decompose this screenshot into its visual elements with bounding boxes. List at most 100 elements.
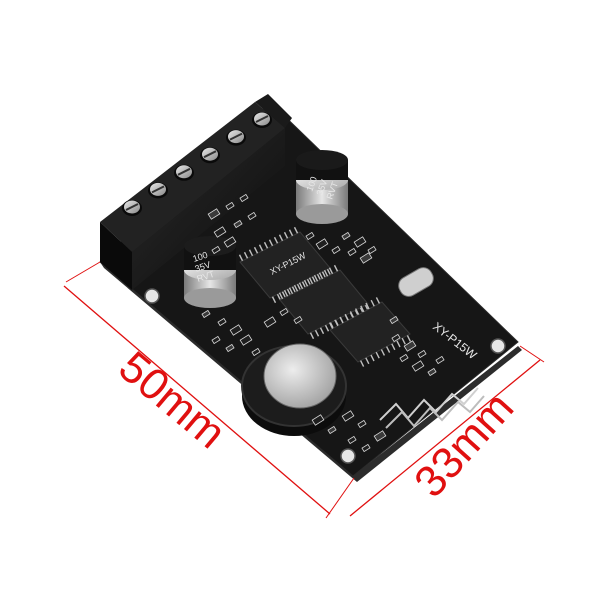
- smd-part: [251, 347, 261, 357]
- smd-part: [341, 231, 351, 241]
- smd-part: [239, 193, 249, 203]
- ic-pin: [334, 319, 339, 327]
- ic-pin: [391, 343, 396, 351]
- ic-pin: [296, 283, 302, 291]
- ic-pin: [318, 272, 324, 280]
- smd-part: [225, 201, 235, 211]
- ic-pin: [344, 313, 349, 321]
- smd-part: [293, 315, 303, 325]
- ic-pin: [298, 282, 304, 290]
- ic-pin: [401, 337, 406, 345]
- ic-pin: [328, 267, 334, 275]
- ic-pin: [328, 322, 334, 329]
- ic-pin: [293, 284, 299, 292]
- ic-pin: [370, 299, 375, 307]
- ic-pin: [375, 351, 380, 359]
- ic-pin: [365, 357, 370, 365]
- ic-pin: [291, 286, 297, 294]
- cap-left-line-2: 35V: [194, 259, 212, 273]
- ic-pin: [354, 308, 360, 315]
- smd-part: [357, 419, 367, 429]
- cap-right-line-1: 100: [304, 175, 319, 193]
- ic-pin: [314, 329, 320, 337]
- smd-part: [347, 247, 357, 257]
- smd-part: [239, 334, 253, 346]
- ic-pin: [319, 327, 325, 335]
- terminal-screw: [252, 112, 272, 128]
- smd-part: [353, 236, 367, 248]
- smd-part: [341, 410, 355, 422]
- ic-pin: [288, 229, 294, 237]
- ic-pin: [278, 234, 284, 242]
- ic-pin: [253, 246, 259, 254]
- bluetooth-antenna-trace: [379, 387, 485, 429]
- smd-part: [417, 349, 427, 359]
- smd-part: [217, 317, 227, 327]
- ic-pin: [321, 271, 327, 279]
- ic-pin: [288, 287, 294, 295]
- smd-part: [201, 309, 211, 319]
- ic-pin: [406, 335, 412, 342]
- ic-pin: [360, 305, 365, 313]
- ic-pin: [258, 244, 264, 252]
- ic-pin: [293, 226, 299, 234]
- ic-pin: [273, 236, 279, 244]
- ic-pin: [324, 324, 330, 332]
- smd-part: [207, 208, 221, 220]
- terminal-screw: [122, 200, 142, 216]
- ic-pin: [283, 289, 289, 297]
- smd-part: [373, 430, 387, 442]
- smd-part: [361, 443, 371, 453]
- ic-pin: [308, 277, 314, 285]
- ic-pin: [396, 340, 401, 348]
- ic-pin: [311, 276, 317, 284]
- ic-pin: [339, 316, 344, 324]
- smd-part: [399, 353, 409, 363]
- ic-pin: [365, 302, 370, 310]
- smd-part: [229, 324, 243, 336]
- smd-part: [247, 211, 257, 221]
- terminal-block: [100, 94, 292, 290]
- smd-part: [411, 360, 425, 372]
- smd-part: [213, 226, 227, 238]
- smd-part: [223, 236, 237, 248]
- ic-pin: [238, 254, 244, 262]
- smd-part: [403, 340, 417, 352]
- smd-part: [391, 333, 401, 343]
- smd-part: [279, 307, 289, 317]
- ic-pin: [301, 281, 307, 289]
- ic-pin: [283, 231, 289, 239]
- smd-part: [263, 316, 277, 328]
- smd-part: [211, 335, 221, 345]
- ic-pin: [323, 269, 329, 277]
- ic-pin: [268, 239, 274, 247]
- ic-pin: [349, 311, 355, 318]
- ic-pin: [375, 297, 381, 304]
- ic-pin: [316, 273, 322, 281]
- ic-pin: [359, 360, 365, 367]
- ic-pin: [276, 293, 282, 301]
- smd-part: [225, 343, 235, 353]
- ic-pin: [281, 291, 287, 299]
- smd-part: [315, 238, 329, 250]
- capacitor-right: 100 35V RVT: [296, 150, 348, 224]
- smd-part: [427, 367, 437, 377]
- ic-pin: [385, 346, 391, 353]
- ic-pin: [329, 322, 335, 330]
- amplifier-chip-3: [328, 297, 412, 367]
- ic-pin: [313, 274, 319, 282]
- ic-pin: [309, 332, 315, 340]
- smd-part: [435, 355, 445, 365]
- ic-pin: [380, 349, 386, 356]
- volume-knob: [241, 343, 347, 436]
- ic-pin: [326, 268, 332, 276]
- terminal-screw: [174, 164, 194, 181]
- smd-part: [311, 414, 325, 426]
- ic-pin: [306, 278, 312, 286]
- smd-components: [201, 193, 445, 453]
- smd-part: [327, 425, 337, 435]
- smd-part: [389, 315, 399, 325]
- smd-part: [367, 245, 377, 255]
- terminal-screw: [200, 147, 220, 164]
- smd-part: [347, 435, 357, 445]
